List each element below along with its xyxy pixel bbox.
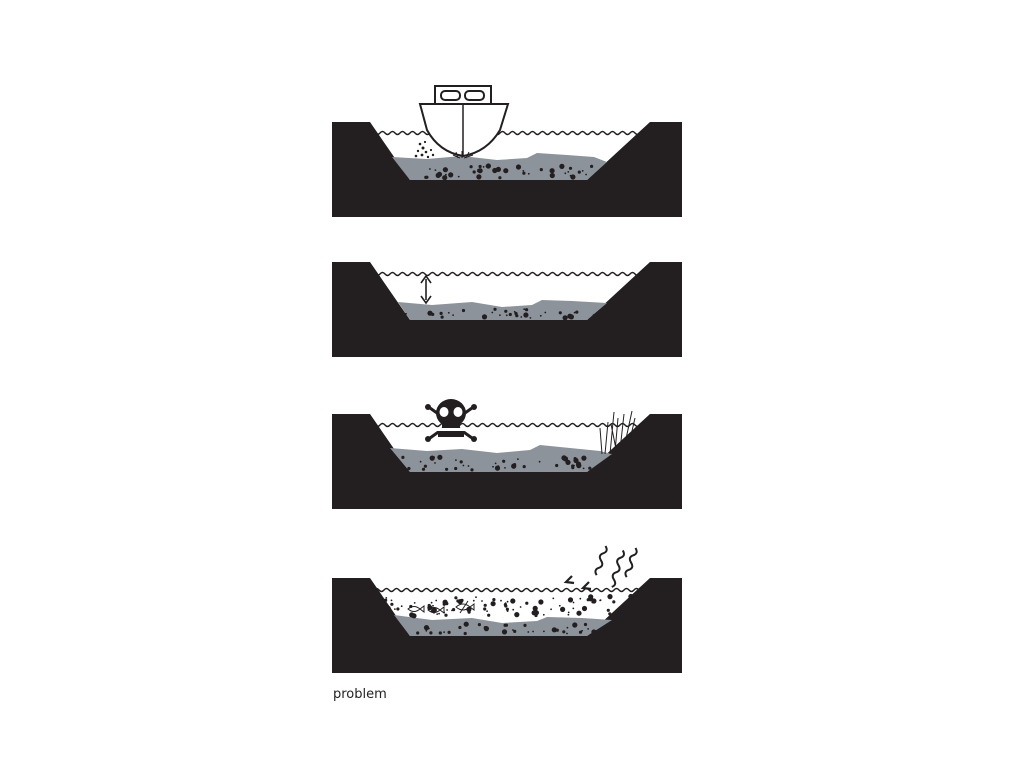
skull-crossbones-icon: [425, 399, 477, 442]
dredging-boat-panel: [332, 85, 682, 217]
reeds-icon: [599, 410, 636, 455]
wave-impact-icon: [563, 545, 638, 591]
boat-icon: [418, 85, 510, 158]
fish-icon: [407, 600, 475, 614]
sediment-spray-icon: [414, 140, 474, 159]
suspended-sediment-panel: [332, 545, 682, 673]
toxic-contamination-panel: [332, 399, 682, 509]
caption: problem: [333, 687, 387, 702]
depth-arrow-icon: [420, 274, 432, 305]
shallow-depth-panel: [332, 262, 682, 357]
